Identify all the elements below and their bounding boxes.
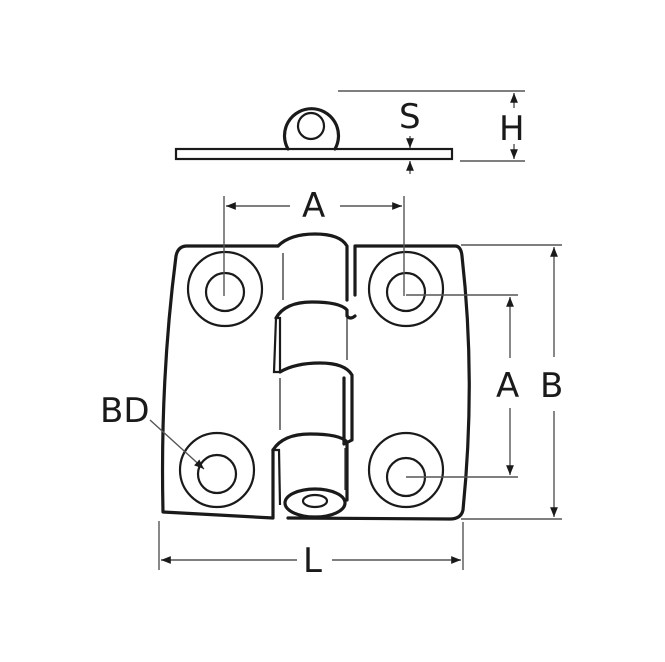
pin-end-inner — [301, 493, 329, 509]
h-label: H — [499, 109, 525, 149]
a-horizontal-label: A — [302, 186, 325, 226]
knuckle-1 — [276, 232, 349, 302]
knuckle-2-top — [274, 300, 357, 320]
bd-leader — [149, 419, 205, 470]
hole-top-right — [367, 250, 445, 328]
bd-label: BD — [100, 391, 150, 431]
pin-end-outer — [283, 487, 347, 519]
side-view: H S — [174, 90, 525, 174]
left-leaf — [160, 244, 280, 520]
s-label: S — [399, 97, 421, 137]
knuckle-side — [282, 107, 341, 151]
front-view: A A B BD L — [100, 186, 563, 581]
pin-side — [296, 111, 326, 141]
b-label: B — [540, 366, 563, 406]
knuckle-4-edge — [273, 448, 282, 506]
knuckle-3 — [278, 361, 354, 446]
l-label: L — [303, 541, 322, 581]
hole-bottom-left — [178, 431, 256, 509]
a-vertical-label: A — [496, 366, 519, 406]
knuckle-4 — [271, 432, 349, 502]
hole-bottom-right — [367, 431, 445, 509]
leaf-plate-side — [174, 147, 454, 161]
hole-top-left — [186, 250, 264, 328]
knuckle-2-edge — [272, 316, 282, 374]
right-leaf — [286, 244, 471, 521]
